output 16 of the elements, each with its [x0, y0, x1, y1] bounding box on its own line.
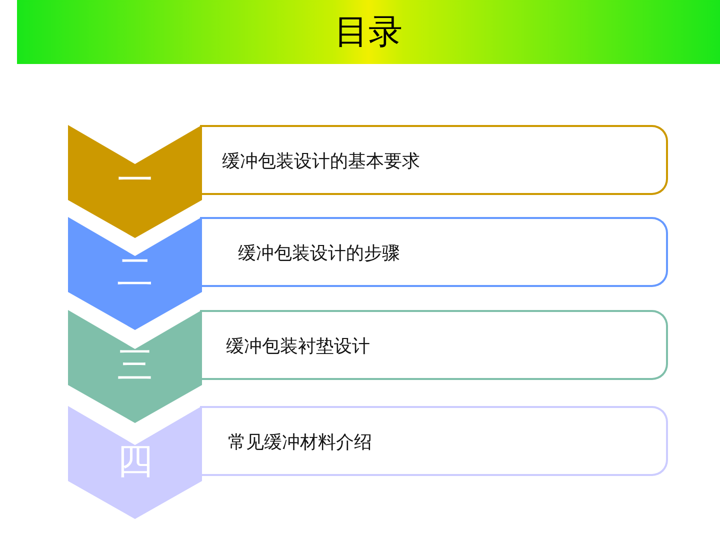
- topic-box: [200, 125, 668, 195]
- section-title: 缓冲包装设计的步骤: [238, 242, 400, 265]
- chevron-shape: [68, 310, 202, 423]
- chevron-shape: [68, 125, 202, 238]
- topic-box: [200, 310, 668, 380]
- section-title: 缓冲包装设计的基本要求: [222, 150, 420, 173]
- section-number: 一: [116, 161, 154, 201]
- topic-box: [200, 406, 668, 476]
- section-title: 常见缓冲材料介绍: [228, 431, 372, 454]
- section-number: 三: [116, 346, 154, 386]
- title: 目录: [334, 11, 402, 54]
- chevron-shape: [68, 217, 202, 330]
- chevron-shape: [68, 406, 202, 519]
- section-number: 二: [116, 253, 154, 293]
- section-title: 缓冲包装衬垫设计: [226, 335, 370, 358]
- topic-box: [200, 217, 668, 287]
